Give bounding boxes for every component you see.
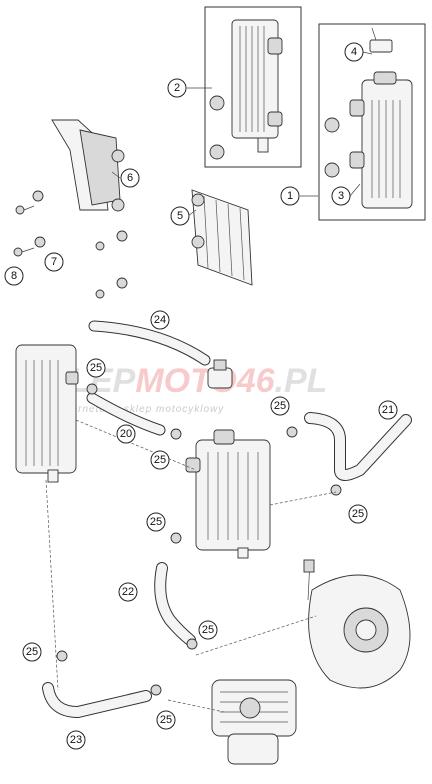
radiator-right-part bbox=[209, 19, 283, 160]
leader-lines bbox=[111, 51, 373, 217]
callout-22: 22 bbox=[118, 582, 138, 602]
callout-5: 5 bbox=[170, 206, 190, 226]
callout-25-c: 25 bbox=[270, 396, 290, 416]
callout-25-a: 25 bbox=[86, 358, 106, 378]
callout-25-b: 25 bbox=[150, 450, 170, 470]
svg-text:3: 3 bbox=[338, 190, 344, 202]
callout-24: 24 bbox=[150, 310, 170, 330]
svg-text:5: 5 bbox=[177, 210, 183, 222]
callout-25-d: 25 bbox=[348, 504, 368, 524]
watermark-brand-3: .PL bbox=[275, 362, 328, 400]
svg-text:8: 8 bbox=[11, 270, 17, 282]
watermark: SKLEPMOTO46.PL internetowy sklep motocyk… bbox=[22, 362, 327, 415]
radiator-left-assembly bbox=[15, 344, 79, 483]
svg-text:21: 21 bbox=[382, 404, 394, 416]
callout-2: 2 bbox=[167, 78, 187, 98]
radiator-center-assembly bbox=[185, 429, 271, 559]
callout-20: 20 bbox=[116, 424, 136, 444]
callout-7: 7 bbox=[44, 252, 64, 272]
bracket-part bbox=[51, 119, 125, 212]
callout-21: 21 bbox=[378, 400, 398, 420]
coupling-part bbox=[207, 359, 233, 389]
svg-text:25: 25 bbox=[154, 454, 166, 466]
svg-text:25: 25 bbox=[274, 400, 286, 412]
callout-3: 3 bbox=[331, 186, 351, 206]
radiator-left-part bbox=[324, 27, 413, 209]
watermark-tagline: internetowy sklep motocyklowy bbox=[58, 404, 224, 415]
guard-part bbox=[191, 189, 253, 286]
svg-text:4: 4 bbox=[351, 46, 357, 58]
guide-lines bbox=[45, 419, 337, 713]
watermark-brand-2: MOTO46 bbox=[135, 362, 275, 400]
svg-text:25: 25 bbox=[352, 508, 364, 520]
svg-text:25: 25 bbox=[202, 624, 214, 636]
callout-1: 1 bbox=[280, 186, 300, 206]
svg-text:20: 20 bbox=[120, 428, 132, 440]
callout-25-g: 25 bbox=[22, 642, 42, 662]
svg-text:7: 7 bbox=[51, 256, 57, 268]
svg-text:23: 23 bbox=[70, 734, 82, 746]
frame-radiator-left bbox=[318, 23, 426, 221]
callout-25-e: 25 bbox=[146, 512, 166, 532]
svg-text:25: 25 bbox=[90, 362, 102, 374]
callout-8: 8 bbox=[4, 266, 24, 286]
svg-text:2: 2 bbox=[174, 82, 180, 94]
svg-text:25: 25 bbox=[160, 714, 172, 726]
engine-case bbox=[303, 559, 411, 689]
svg-text:25: 25 bbox=[150, 516, 162, 528]
callout-25-h: 25 bbox=[156, 710, 176, 730]
svg-text:6: 6 bbox=[127, 172, 133, 184]
callout-23: 23 bbox=[66, 730, 86, 750]
callout-25-f: 25 bbox=[198, 620, 218, 640]
frame-radiator-right bbox=[204, 6, 302, 168]
svg-text:22: 22 bbox=[122, 586, 134, 598]
svg-text:24: 24 bbox=[154, 314, 166, 326]
svg-text:1: 1 bbox=[287, 190, 293, 202]
callout-4: 4 bbox=[344, 42, 364, 62]
cylinder-head bbox=[211, 679, 297, 765]
fasteners bbox=[13, 190, 128, 299]
svg-text:25: 25 bbox=[26, 646, 38, 658]
clamps bbox=[56, 383, 342, 696]
callout-6: 6 bbox=[120, 168, 140, 188]
